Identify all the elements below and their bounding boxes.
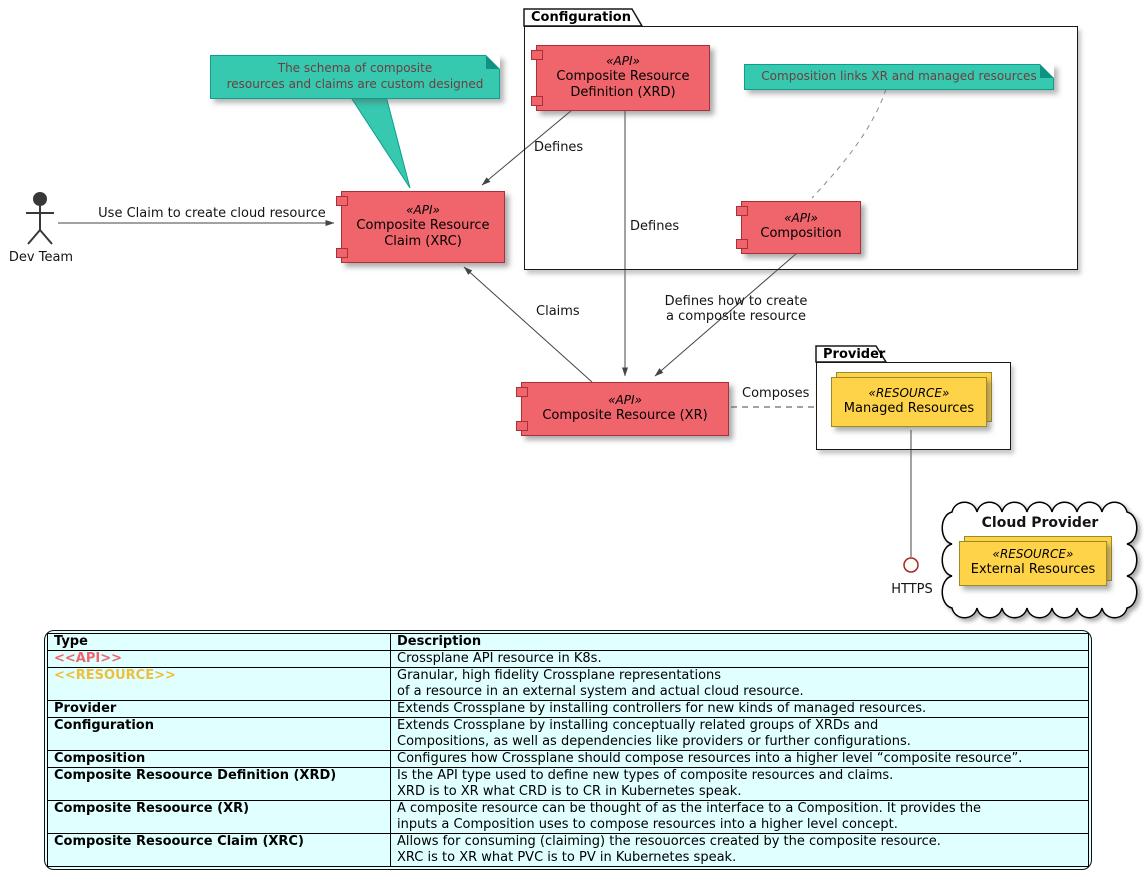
cell-description: Configures how Crossplane should compose…	[390, 750, 1089, 768]
cell-type: Composite Resoource Claim (XRC)	[47, 833, 391, 867]
cell-description: Allows for consuming (claiming) the reso…	[390, 833, 1089, 867]
table-row: Composition Configures how Crossplane sh…	[47, 750, 1089, 768]
component-name: Composite Resource (XR)	[542, 407, 708, 423]
note-composition-links-text: Composition links XR and managed resourc…	[761, 69, 1037, 84]
cell-type: Composite Resoource Definition (XRD)	[47, 767, 391, 801]
component-port-icon	[736, 206, 748, 216]
stereotype-label: «API»	[406, 202, 440, 217]
cell-type: Composition	[47, 750, 391, 768]
cell-description: Granular, high fidelity Crossplane repre…	[390, 667, 1089, 701]
note-composition-links: Composition links XR and managed resourc…	[744, 64, 1054, 90]
edge-label-defines-xrc: Defines	[534, 140, 584, 155]
component-port-icon	[531, 96, 543, 106]
actor-figure	[26, 192, 54, 245]
component-name: Composition	[760, 226, 842, 242]
note-schema-text: The schema of composite resources and cl…	[226, 61, 484, 91]
edge-xr-claims-xrc	[463, 266, 593, 383]
cloud-provider-label: Cloud Provider	[981, 515, 1099, 531]
note-schema: The schema of composite resources and cl…	[210, 55, 500, 99]
component-name: Managed Resources	[843, 400, 975, 416]
cell-description: Crossplane API resource in K8s.	[390, 650, 1089, 668]
cell-description: Extends Crossplane by installing concept…	[390, 717, 1089, 751]
package-provider	[816, 362, 1011, 450]
component-external-resources: «RESOURCE» External Resources	[959, 536, 1112, 586]
cell-type: Configuration	[47, 717, 391, 751]
component-port-icon	[336, 248, 348, 258]
cell-type: Provider	[47, 700, 391, 718]
table-row: Composite Resoource Claim (XRC) Allows f…	[47, 833, 1089, 867]
https-interface-circle	[903, 557, 919, 573]
edge-label-use-claim: Use Claim to create cloud resource	[98, 206, 326, 221]
edge-label-defines-how: Defines how to create a composite resour…	[664, 294, 808, 324]
edge-label-claims: Claims	[536, 304, 580, 319]
legend-table: Type Description <<API>> Crossplane API …	[44, 630, 1092, 870]
component-port-icon	[516, 387, 528, 397]
table-row: <<API>> Crossplane API resource in K8s.	[47, 650, 1089, 668]
component-xr: «API» Composite Resource (XR)	[516, 382, 729, 436]
component-port-icon	[336, 196, 348, 206]
component-name: Composite Resource Definition (XRD)	[556, 68, 690, 100]
component-port-icon	[516, 421, 528, 431]
component-port-icon	[531, 50, 543, 60]
component-xrc: «API» Composite Resource Claim (XRC)	[336, 191, 505, 263]
component-managed-resources: «RESOURCE» Managed Resources	[831, 372, 992, 427]
table-row: Provider Extends Crossplane by installin…	[47, 700, 1089, 718]
stereotype-label: «API»	[784, 211, 818, 226]
cell-type: Composite Resoource (XR)	[47, 800, 391, 834]
cell-type: <<API>>	[47, 650, 391, 668]
package-configuration	[524, 26, 1078, 270]
table-row: <<RESOURCE>> Granular, high fidelity Cro…	[47, 667, 1089, 701]
table-row: Composite Resoource Definition (XRD) Is …	[47, 767, 1089, 801]
table-row: Composite Resoource (XR) A composite res…	[47, 800, 1089, 834]
component-xrd: «API» Composite Resource Definition (XRD…	[531, 45, 710, 111]
note-schema-pointer	[349, 95, 411, 189]
edge-label-composes: Composes	[742, 386, 810, 401]
stereotype-label: «API»	[608, 392, 642, 407]
package-configuration-label: Configuration	[531, 10, 631, 25]
column-header-type: Type	[47, 633, 391, 651]
edge-label-defines-xr: Defines	[630, 219, 680, 234]
column-header-description: Description	[390, 633, 1089, 651]
cell-description: Is the API type used to define new types…	[390, 767, 1089, 801]
edge-composition-defines-xr	[654, 252, 798, 377]
component-composition: «API» Composition	[736, 201, 861, 254]
table-header-row: Type Description	[47, 633, 1089, 651]
component-name: Composite Resource Claim (XRC)	[356, 217, 490, 249]
note-fold-icon	[1040, 64, 1054, 78]
https-label: HTTPS	[891, 582, 933, 597]
component-name: External Resources	[970, 562, 1096, 578]
edge-xrd-defines-xrc	[481, 109, 573, 186]
cell-type: <<RESOURCE>>	[47, 667, 391, 701]
stereotype-label: «API»	[606, 53, 640, 68]
actor-label: Dev Team	[8, 250, 74, 265]
stereotype-label: «RESOURCE»	[992, 547, 1074, 562]
cell-description: A composite resource can be thought of a…	[390, 800, 1089, 834]
cell-description: Extends Crossplane by installing control…	[390, 700, 1089, 718]
table-row: Configuration Extends Crossplane by inst…	[47, 717, 1089, 751]
stereotype-label: «RESOURCE»	[868, 385, 950, 400]
package-provider-label: Provider	[823, 347, 886, 362]
component-port-icon	[736, 239, 748, 249]
note-fold-icon	[486, 55, 500, 69]
